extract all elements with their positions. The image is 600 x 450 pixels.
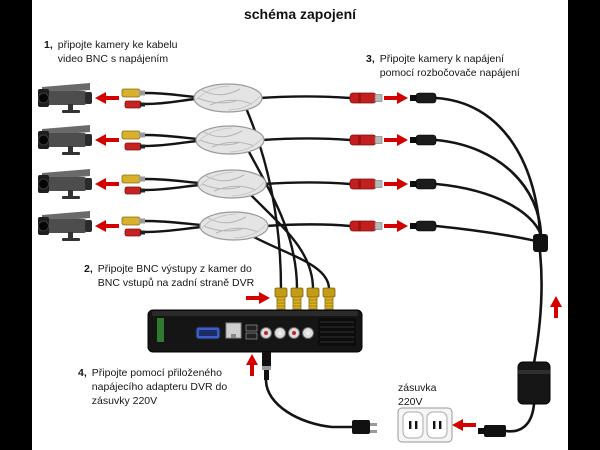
- adapter-output-cable: [504, 402, 536, 433]
- dvr-power-arrow-icon: [246, 354, 258, 376]
- splitter-junction: [533, 234, 548, 252]
- dvr-bnc-plug-2: [290, 287, 304, 310]
- video-balun-3: [197, 169, 267, 199]
- step-1-note: 1, připojte kamery ke kabelu video BNC s…: [44, 38, 177, 66]
- outlet-arrow-icon: [452, 419, 476, 431]
- step-3-number: 3,: [366, 53, 375, 65]
- camera-1: [37, 82, 93, 114]
- dc-plug-3: [409, 178, 437, 190]
- step-2-number: 2,: [84, 263, 93, 275]
- camera-pigtail-3: [121, 174, 146, 195]
- dvr-usb-port-2: [245, 332, 258, 340]
- step-4-text: Připojte pomocí přiloženého napájecího a…: [91, 367, 228, 408]
- step-2-note: 2, Připojte BNC výstupy z kamer do BNC v…: [84, 262, 254, 290]
- power-connector-red-1: [349, 92, 383, 104]
- power-arrow-icon-4: [384, 220, 408, 232]
- step-4-note: 4, Připojte pomocí přiloženého napájecíh…: [78, 366, 227, 409]
- power-connector-red-2: [349, 134, 383, 146]
- dvr-bnc-plug-3: [306, 287, 320, 310]
- camera-2: [37, 124, 93, 156]
- power-adapter: [517, 361, 551, 405]
- power-arrow-icon-2: [384, 134, 408, 146]
- dvr-power-connector: [262, 352, 271, 380]
- camera-pigtail-2: [121, 130, 146, 151]
- power-splitter-cables: [434, 96, 545, 365]
- power-outlet: [397, 407, 453, 443]
- camera-3: [37, 168, 93, 200]
- step-3-note: 3, Připojte kamery k napájení pomocí roz…: [366, 52, 520, 80]
- dvr: [147, 309, 363, 353]
- dvr-rca-jacks: [260, 327, 314, 339]
- step-1-number: 1,: [44, 39, 53, 51]
- video-balun-1: [193, 83, 263, 113]
- dvr-bnc-plug-4: [322, 287, 336, 310]
- step-1-text: připojte kamery ke kabelu video BNC s na…: [57, 39, 178, 66]
- bnc-arrow-icon: [246, 292, 270, 304]
- camera-pigtail-1: [121, 88, 146, 109]
- camera-pigtail-4: [121, 216, 146, 237]
- camera-4: [37, 210, 93, 242]
- splitter-arrow-icon: [550, 296, 562, 318]
- power-connector-red-3: [349, 178, 383, 190]
- dvr-power-plug: [352, 420, 377, 434]
- camera-arrow-icon-1: [95, 92, 119, 104]
- adapter-plug: [478, 425, 506, 437]
- camera-arrow-icon-3: [95, 178, 119, 190]
- dvr-bnc-plug-1: [274, 287, 288, 310]
- power-arrow-icon-3: [384, 178, 408, 190]
- camera-arrow-icon-4: [95, 220, 119, 232]
- page-title: schéma zapojení: [243, 6, 357, 22]
- video-balun-4: [199, 211, 269, 241]
- step-2-text: Připojte BNC výstupy z kamer do BNC vstu…: [97, 263, 255, 290]
- video-balun-2: [195, 125, 265, 155]
- dvr-power-cable: [264, 378, 354, 429]
- outlet-label: zásuvka 220V: [398, 382, 437, 408]
- dvr-vent-grille: [318, 318, 356, 346]
- power-connector-red-4: [349, 220, 383, 232]
- camera-arrow-icon-2: [95, 134, 119, 146]
- balun-to-power-cables: [258, 95, 352, 228]
- dvr-pcb: [157, 318, 164, 342]
- step-3-text: Připojte kamery k napájení pomocí rozboč…: [379, 53, 520, 80]
- camera-to-balun-cables: [143, 91, 204, 234]
- dc-plug-1: [409, 92, 437, 104]
- dvr-usb-port: [245, 324, 258, 332]
- step-4-number: 4,: [78, 367, 87, 379]
- power-arrow-icon-1: [384, 92, 408, 104]
- dc-plug-2: [409, 134, 437, 146]
- dc-plug-4: [409, 220, 437, 232]
- balun-to-dvr-cables: [244, 106, 331, 291]
